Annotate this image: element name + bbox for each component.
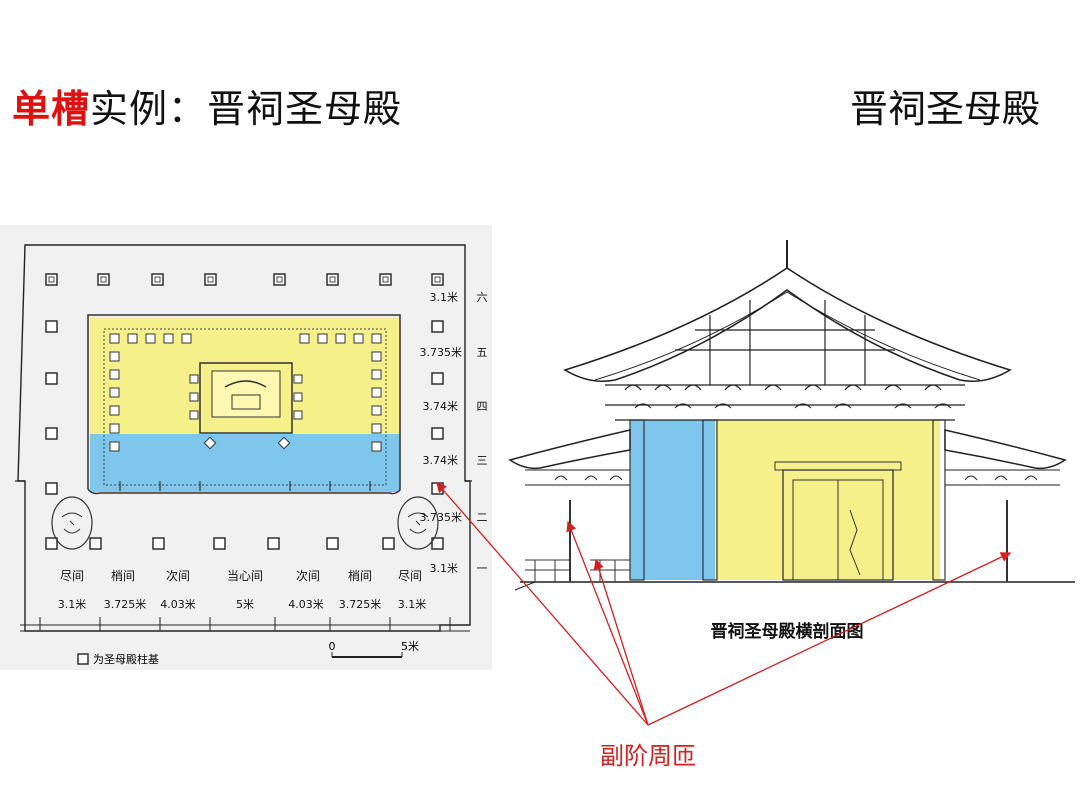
row-num-5: 五 [477,346,488,359]
section-caption: 晋祠圣母殿横剖面图 [711,621,864,642]
bay-name-6: 梢间 [348,568,372,583]
bay-name-5: 次间 [296,569,320,583]
scale-five: 5米 [401,640,419,653]
stone-ornament-left [51,496,93,550]
floor-plan: 3.1米 3.735米 3.74米 3.74米 3.735米 3.1米 六 五 … [0,225,492,670]
legend-column-icon [77,653,89,665]
scale-zero: 0 [329,640,336,653]
row-dim-5: 3.735米 [420,511,463,524]
altar [199,362,293,434]
section-zone-yellow [715,420,940,580]
bay-dim-4: 5米 [236,598,254,611]
title-highlight: 单槽 [12,87,91,131]
bay-name-2: 梢间 [111,568,135,583]
row-dim-6: 3.1米 [430,562,459,575]
page-title: 单槽实例：晋祠圣母殿 [12,78,402,133]
row-num-1: 一 [477,562,488,575]
legend-label: 为圣母殿柱基 [93,652,159,666]
bay-dim-3: 4.03米 [160,598,196,611]
row-dim-1: 3.1米 [430,291,459,304]
bay-dim-6: 3.725米 [339,598,382,611]
row-dim-3: 3.74米 [423,400,459,413]
row-num-6: 六 [477,291,488,304]
floor-plan-drawing: 3.1米 3.735米 3.74米 3.74米 3.735米 3.1米 六 五 … [15,244,488,666]
row-dim-2: 3.735米 [420,346,463,359]
annotation-label: 副阶周匝 [600,742,696,770]
scale-bar: 0 5米 [329,640,419,658]
bay-name-4: 当心间 [227,569,263,583]
lower-roof-right [944,429,1067,470]
bay-dim-7: 3.1米 [398,598,427,611]
front-zone-blue [90,434,400,492]
column-bases [45,273,444,550]
bay-dim-2: 3.725米 [104,598,147,611]
bay-name-7: 尽间 [398,569,422,583]
row-num-3: 三 [477,454,488,467]
section-zone-blue [630,420,715,580]
row-num-4: 四 [477,400,488,413]
bay-dim-5: 4.03米 [288,598,324,611]
bay-name-1: 尽间 [60,569,84,583]
upper-roof [563,267,1012,383]
bay-dim-1: 3.1米 [58,598,87,611]
cross-section-drawing: 晋祠圣母殿横剖面图 [508,240,1075,642]
row-dim-4: 3.74米 [423,454,459,467]
title-rest: 实例：晋祠圣母殿 [90,87,403,131]
bay-name-3: 次间 [166,569,190,583]
lower-roof-left [508,429,631,470]
cross-section: 晋祠圣母殿横剖面图 [495,230,1080,660]
row-num-2: 二 [477,511,488,524]
page-title-right: 晋祠圣母殿 [849,87,1040,131]
